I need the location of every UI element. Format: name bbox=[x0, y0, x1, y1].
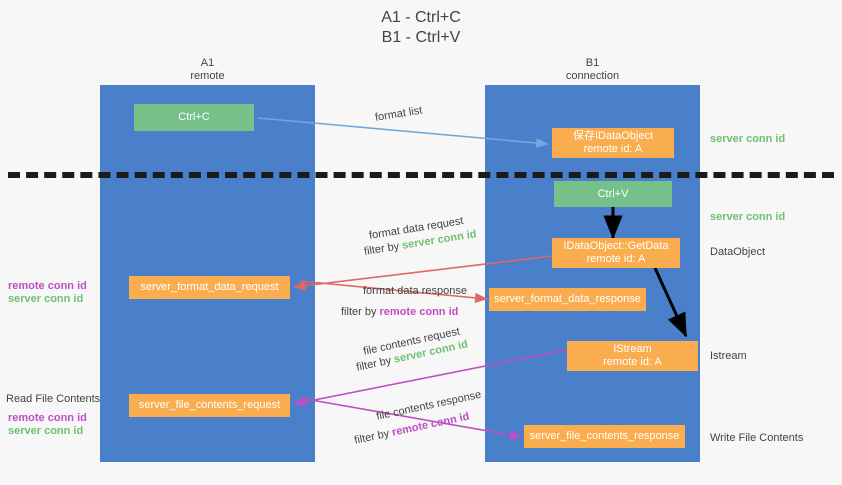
box-save-idataobject-line1: 保存IDataObject bbox=[572, 130, 654, 142]
box-istream-line2: remote id: A bbox=[603, 356, 662, 368]
column-header-b1: B1 connection bbox=[485, 57, 700, 83]
title-line-2: B1 - Ctrl+V bbox=[381, 29, 461, 46]
box-server-format-data-response[interactable]: server_format_data_response bbox=[489, 288, 646, 311]
right-label-server-conn-id-mid: server conn id bbox=[710, 211, 786, 223]
left-label-read-file-contents: Read File Contents bbox=[6, 393, 101, 405]
column-b1-name: B1 bbox=[585, 57, 600, 69]
box-server-file-contents-request-label: server_file_contents_request bbox=[138, 399, 281, 411]
box-save-idataobject[interactable]: 保存IDataObject remote id: A bbox=[552, 128, 674, 158]
filter-prefix: filter by bbox=[363, 239, 404, 258]
box-getdata-line2: remote id: A bbox=[586, 253, 646, 265]
right-label-write-file-contents: Write File Contents bbox=[710, 432, 804, 444]
left-label-server-conn-id-top: server conn id bbox=[8, 293, 84, 305]
phase-divider bbox=[8, 172, 834, 178]
column-header-a1: A1 remote bbox=[100, 57, 315, 83]
box-getdata-line1: IDataObject::GetData bbox=[563, 240, 669, 252]
box-server-file-contents-response[interactable]: server_file_contents_response bbox=[524, 425, 685, 448]
filter-value-remote-conn-id: remote conn id bbox=[379, 306, 459, 318]
box-istream[interactable]: IStream remote id: A bbox=[567, 341, 698, 371]
box-istream-line1: IStream bbox=[613, 343, 652, 355]
right-label-dataobject: DataObject bbox=[710, 246, 766, 258]
left-label-server-conn-id-bottom: server conn id bbox=[8, 425, 84, 437]
column-a1-name: A1 bbox=[200, 57, 215, 69]
page-title: A1 - Ctrl+C B1 - Ctrl+V bbox=[0, 8, 842, 48]
box-server-file-contents-response-label: server_file_contents_response bbox=[529, 430, 680, 442]
box-server-format-data-request-label: server_format_data_request bbox=[140, 281, 279, 293]
box-ctrl-c[interactable]: Ctrl+C bbox=[134, 104, 254, 131]
box-ctrl-c-label: Ctrl+C bbox=[178, 111, 210, 123]
box-ctrl-v-label: Ctrl+V bbox=[597, 187, 629, 200]
left-label-remote-conn-id-bottom: remote conn id bbox=[8, 412, 87, 424]
box-save-idataobject-line2: remote id: A bbox=[583, 143, 643, 155]
filter-prefix: filter by bbox=[355, 353, 396, 374]
box-server-file-contents-request[interactable]: server_file_contents_request bbox=[129, 394, 290, 417]
title-line-1: A1 - Ctrl+C bbox=[381, 9, 461, 26]
box-server-format-data-response-label: server_format_data_response bbox=[494, 293, 641, 305]
edge-label-format-list: format list bbox=[374, 104, 424, 124]
box-ctrl-v[interactable]: Ctrl+V bbox=[554, 181, 672, 207]
box-idataobject-getdata[interactable]: IDataObject::GetData remote id: A bbox=[552, 238, 680, 268]
edge-label-format-data-response: format data response bbox=[363, 285, 467, 297]
filter-prefix: filter by bbox=[341, 306, 380, 318]
box-server-format-data-request[interactable]: server_format_data_request bbox=[129, 276, 290, 299]
column-a1-sub: remote bbox=[190, 70, 225, 82]
right-label-server-conn-id-top: server conn id bbox=[710, 133, 786, 145]
left-label-remote-conn-id-top: remote conn id bbox=[8, 280, 87, 292]
column-b1-sub: connection bbox=[565, 70, 620, 82]
right-label-istream: Istream bbox=[710, 350, 747, 362]
edge-label-format-data-response-filter: filter by remote conn id bbox=[341, 305, 458, 319]
filter-prefix: filter by bbox=[353, 426, 394, 447]
